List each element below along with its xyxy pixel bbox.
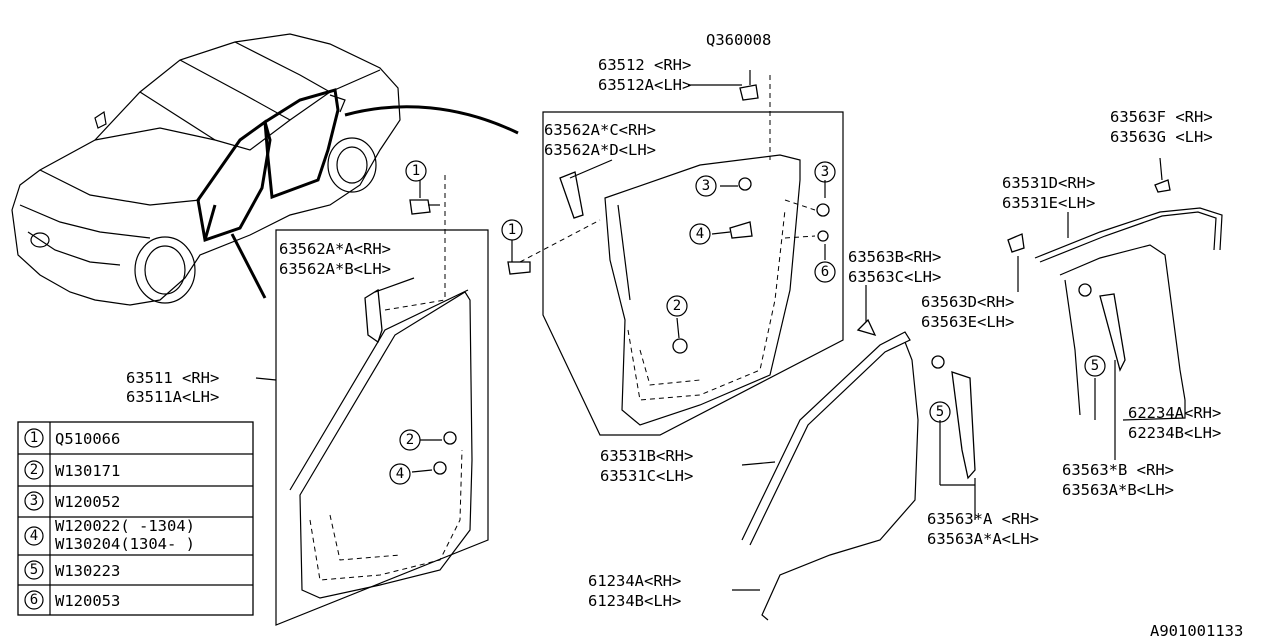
legend-row-2: 2 W130171 bbox=[24, 460, 120, 480]
callout-63563starb-rh: 63563*B <RH> bbox=[1062, 461, 1174, 479]
legend-part-3: W120052 bbox=[55, 493, 120, 511]
marker-5b bbox=[929, 401, 951, 423]
marker-6 bbox=[814, 261, 836, 283]
reference-markers: 1 1 2 4 3 4 2 3 6 5 5 bbox=[389, 160, 1106, 485]
callout-63563f-lh: 63563G <LH> bbox=[1110, 128, 1213, 146]
callout-63563stara-lh: 63563A*A<LH> bbox=[927, 530, 1039, 548]
legend-num-3: 3 bbox=[30, 493, 38, 509]
marker-2a-text: 2 bbox=[406, 432, 414, 448]
legend-part-1: Q510066 bbox=[55, 430, 120, 448]
legend-part-4a: W120022( -1304) bbox=[55, 517, 195, 535]
marker-4a-text: 4 bbox=[396, 466, 404, 482]
marker-1b bbox=[501, 219, 523, 241]
callout-63512-lh: 63512A<LH> bbox=[598, 76, 691, 94]
legend-num-5: 5 bbox=[30, 562, 38, 578]
molding-parts bbox=[741, 179, 1223, 621]
leader-lines bbox=[255, 70, 1186, 591]
callout-63562c-rh: 63562A*C<RH> bbox=[544, 121, 656, 139]
legend-row-3: 3 W120052 bbox=[24, 491, 120, 511]
marker-3a bbox=[695, 175, 717, 197]
legend-num-4: 4 bbox=[30, 528, 38, 544]
callout-61234-lh: 61234B<LH> bbox=[588, 592, 681, 610]
front-door-group bbox=[275, 175, 489, 626]
legend-num-1: 1 bbox=[30, 430, 38, 446]
callout-63562a-lh: 63562A*B<LH> bbox=[279, 260, 391, 278]
marker-4b bbox=[689, 223, 711, 245]
callout-q360008: Q360008 bbox=[706, 31, 771, 49]
marker-2b bbox=[666, 295, 688, 317]
legend-part-5: W130223 bbox=[55, 562, 120, 580]
marker-5a bbox=[1084, 355, 1106, 377]
legend-row-4: 4 W120022( -1304) W130204(1304- ) bbox=[24, 517, 195, 553]
marker-1a bbox=[405, 160, 427, 182]
marker-1b-text: 1 bbox=[508, 222, 516, 238]
marker-3b bbox=[814, 161, 836, 183]
callout-63531d-rh: 63531D<RH> bbox=[1002, 174, 1095, 192]
rear-door-group bbox=[507, 75, 844, 436]
legend-part-6: W120053 bbox=[55, 592, 120, 610]
callout-63562c-lh: 63562A*D<LH> bbox=[544, 141, 656, 159]
callout-62234-rh: 62234A<RH> bbox=[1128, 404, 1221, 422]
legend-row-5: 5 W130223 bbox=[24, 560, 120, 580]
callout-63563stara-rh: 63563*A <RH> bbox=[927, 510, 1039, 528]
callout-labels: Q360008 63512 <RH> 63512A<LH> 63562A*C<R… bbox=[126, 31, 1243, 640]
callout-61234-rh: 61234A<RH> bbox=[588, 572, 681, 590]
legend-num-6: 6 bbox=[30, 592, 38, 608]
legend-table: 1 Q510066 2 W130171 3 W120052 4 W120022(… bbox=[17, 421, 254, 616]
callout-63531b-rh: 63531B<RH> bbox=[600, 447, 693, 465]
diagram-id: A901001133 bbox=[1150, 622, 1243, 640]
callout-63563b-lh: 63563C<LH> bbox=[848, 268, 941, 286]
callout-63531d-lh: 63531E<LH> bbox=[1002, 194, 1095, 212]
marker-2b-text: 2 bbox=[673, 298, 681, 314]
marker-6-text: 6 bbox=[821, 264, 829, 280]
callout-63563starb-lh: 63563A*B<LH> bbox=[1062, 481, 1174, 499]
callout-63562a-rh: 63562A*A<RH> bbox=[279, 240, 391, 258]
callout-63563b-rh: 63563B<RH> bbox=[848, 248, 941, 266]
callout-63563f-rh: 63563F <RH> bbox=[1110, 108, 1213, 126]
callout-63563d-rh: 63563D<RH> bbox=[921, 293, 1014, 311]
marker-1a-text: 1 bbox=[412, 163, 420, 179]
legend-num-2: 2 bbox=[30, 462, 38, 478]
marker-5a-text: 5 bbox=[1091, 358, 1099, 374]
legend-row-1: 1 Q510066 bbox=[24, 428, 120, 448]
legend-part-4b: W130204(1304- ) bbox=[55, 535, 195, 553]
marker-3a-text: 3 bbox=[702, 178, 710, 194]
legend-part-2: W130171 bbox=[55, 462, 120, 480]
marker-5b-text: 5 bbox=[936, 404, 944, 420]
marker-3b-text: 3 bbox=[821, 164, 829, 180]
legend-row-6: 6 W120053 bbox=[24, 590, 120, 610]
callout-63511-rh: 63511 <RH> bbox=[126, 369, 219, 387]
callout-63512-rh: 63512 <RH> bbox=[598, 56, 691, 74]
callout-63511-lh: 63511A<LH> bbox=[126, 388, 219, 406]
callout-63563d-lh: 63563E<LH> bbox=[921, 313, 1014, 331]
marker-4b-text: 4 bbox=[696, 226, 704, 242]
callout-63531b-lh: 63531C<LH> bbox=[600, 467, 693, 485]
marker-2a bbox=[399, 429, 421, 451]
marker-4a bbox=[389, 463, 411, 485]
callout-62234-lh: 62234B<LH> bbox=[1128, 424, 1221, 442]
car-illustration bbox=[11, 33, 519, 306]
